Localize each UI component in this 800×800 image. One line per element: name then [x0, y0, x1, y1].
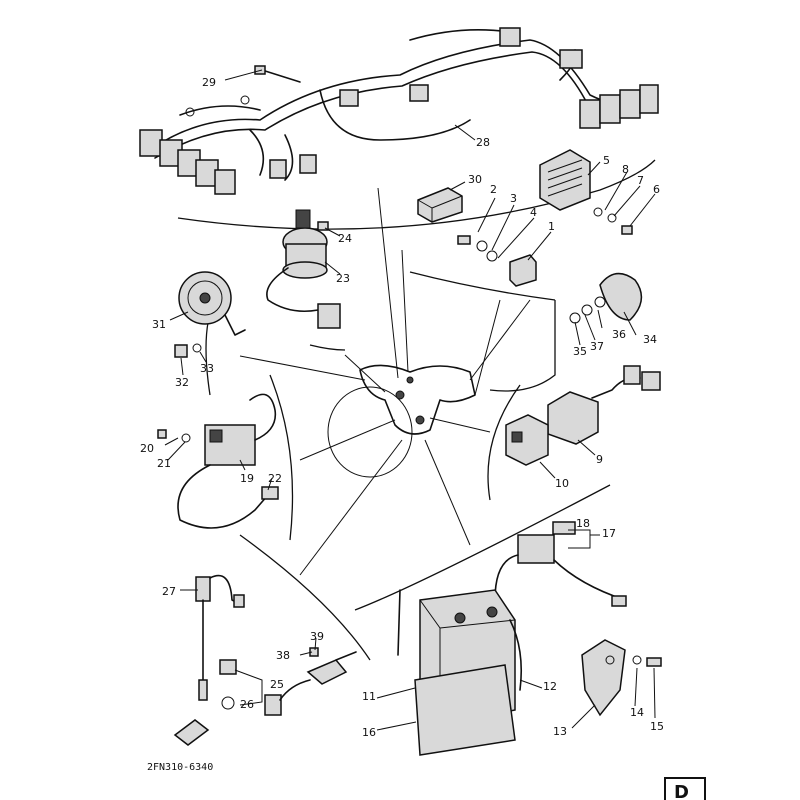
frame-mount-sketch — [327, 364, 476, 478]
corner-mark-box: D — [664, 777, 706, 800]
callout-19: 19 — [240, 472, 254, 485]
fuse-holder — [494, 521, 627, 607]
callout-20: 20 — [140, 442, 154, 455]
callout-26: 26 — [240, 698, 254, 711]
flasher-relay-group — [457, 235, 537, 287]
callout-10: 10 — [555, 477, 569, 490]
callout-32: 32 — [175, 376, 189, 389]
drawing-code: 2FN310-6340 — [147, 762, 213, 773]
battery-bracket — [581, 639, 662, 717]
callout-34: 34 — [643, 333, 657, 346]
callout-2: 2 — [490, 183, 497, 196]
callout-24: 24 — [338, 232, 352, 245]
callout-16: 16 — [362, 726, 376, 739]
relay-unit — [417, 187, 463, 223]
callout-39: 39 — [310, 630, 324, 643]
callout-3: 3 — [510, 192, 517, 205]
sensor-switches — [173, 574, 357, 746]
callout-18: 18 — [576, 517, 590, 530]
callout-labels: 1 2 3 4 5 6 7 8 9 10 11 12 13 14 15 16 1… — [140, 76, 664, 739]
callout-30: 30 — [468, 173, 482, 186]
callout-7: 7 — [637, 174, 644, 187]
callout-36: 36 — [612, 328, 626, 341]
horn — [174, 271, 246, 358]
callout-6: 6 — [653, 183, 660, 196]
callout-28: 28 — [476, 136, 490, 149]
callout-15: 15 — [650, 720, 664, 733]
callout-9: 9 — [596, 453, 603, 466]
callout-25: 25 — [270, 678, 284, 691]
callout-33: 33 — [200, 362, 214, 375]
callout-14: 14 — [630, 706, 644, 719]
callout-11: 11 — [362, 690, 376, 703]
callout-21: 21 — [157, 457, 171, 470]
corner-mark: D — [674, 782, 689, 800]
callout-31: 31 — [152, 318, 166, 331]
callout-4: 4 — [530, 206, 537, 219]
callout-37: 37 — [590, 340, 604, 353]
wire-harness — [139, 27, 659, 195]
callout-17: 17 — [602, 527, 616, 540]
callout-27: 27 — [162, 585, 176, 598]
rectifier-regulator — [539, 149, 633, 235]
callout-13: 13 — [553, 725, 567, 738]
section-dividers — [177, 159, 656, 661]
turn-relays — [505, 365, 661, 466]
callout-8: 8 — [622, 163, 629, 176]
battery — [397, 589, 523, 756]
main-switch — [266, 209, 341, 329]
callout-12: 12 — [543, 680, 557, 693]
callout-23: 23 — [336, 272, 350, 285]
callout-22: 22 — [268, 472, 282, 485]
callout-1: 1 — [548, 220, 555, 233]
ignition-coil — [157, 393, 279, 529]
leader-lines — [239, 187, 531, 576]
callout-leaders — [164, 69, 656, 731]
mount-plate — [569, 272, 643, 324]
callout-38: 38 — [276, 649, 290, 662]
callout-5: 5 — [603, 154, 610, 167]
callout-29: 29 — [202, 76, 216, 89]
callout-35: 35 — [573, 345, 587, 358]
